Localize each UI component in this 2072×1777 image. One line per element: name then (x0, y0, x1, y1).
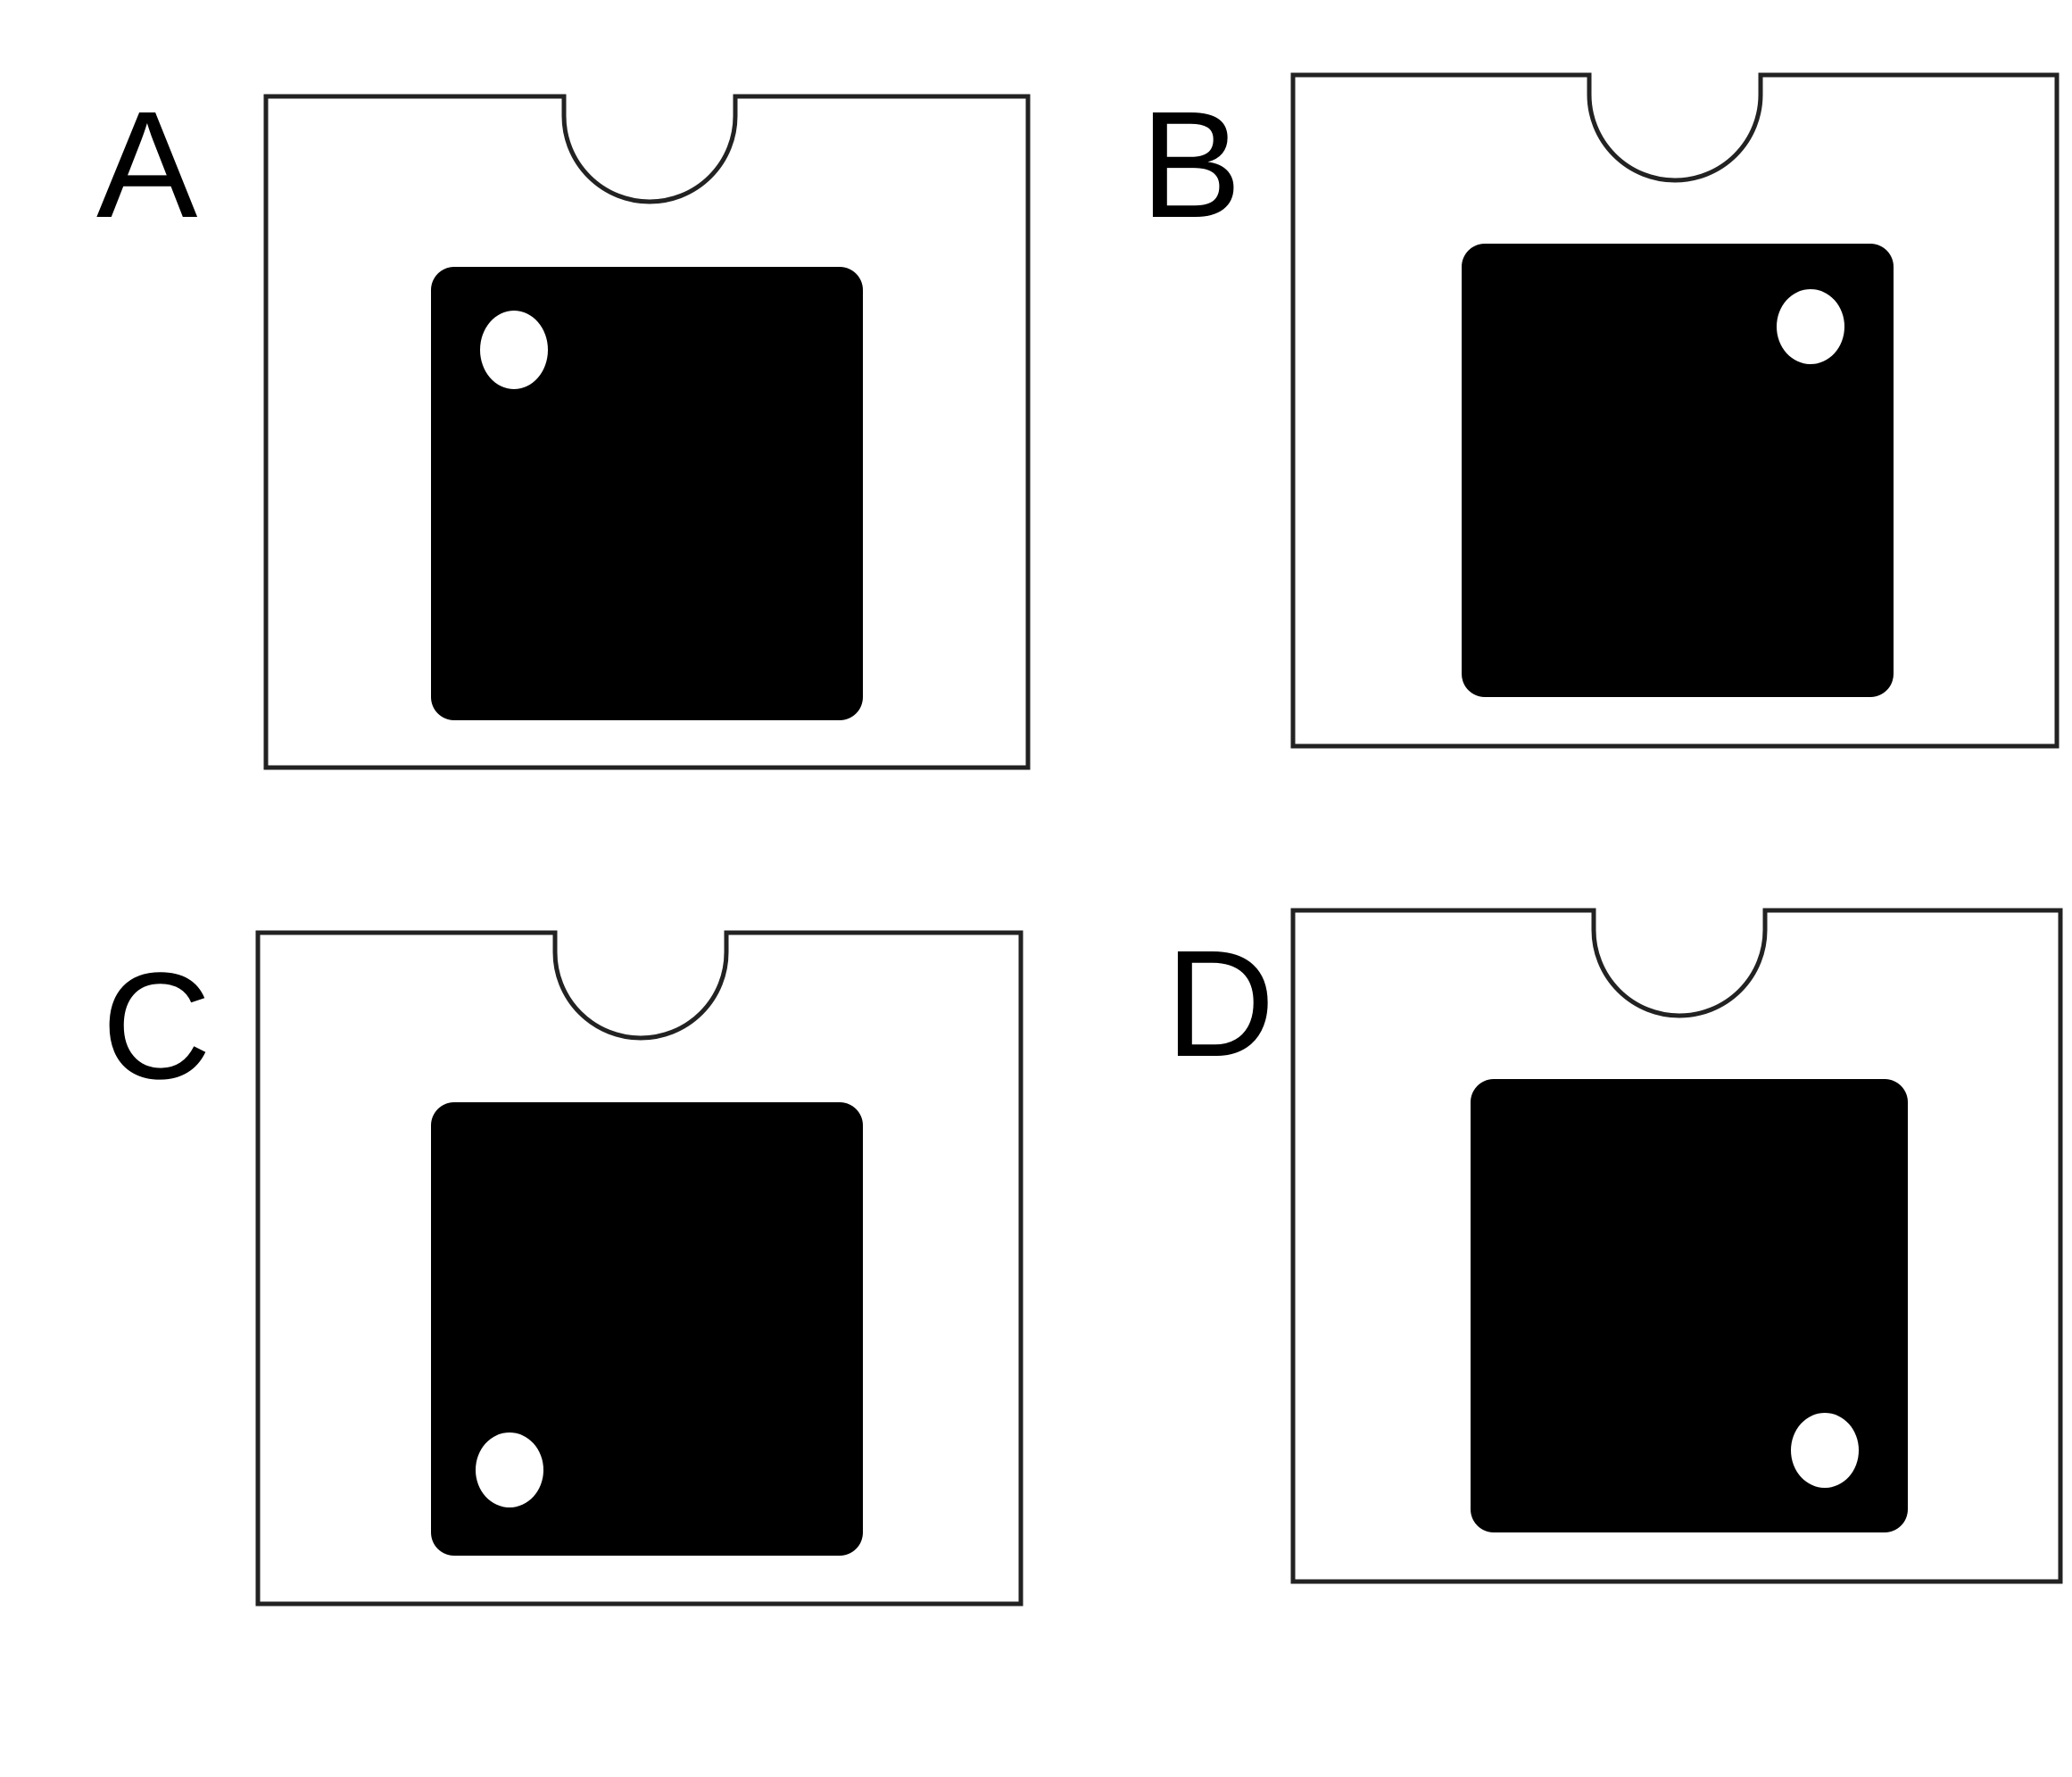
black-square-c (431, 1102, 863, 1556)
card-diagram-b (1290, 72, 2060, 749)
card-diagram-a (263, 94, 1031, 770)
panel-c: C (0, 875, 1036, 1678)
panel-label-a: A (96, 80, 198, 250)
white-dot-b (1777, 289, 1844, 364)
white-dot-d (1791, 1413, 1859, 1488)
card-outline-a (263, 94, 1031, 770)
card-outline-b (1290, 72, 2060, 749)
panel-d: D (1036, 875, 2072, 1678)
white-dot-c (476, 1432, 543, 1507)
panel-a: A (0, 0, 1036, 803)
black-square-a (431, 267, 863, 720)
card-diagram-d (1290, 908, 2063, 1584)
white-dot-a (480, 311, 548, 389)
black-square-b (1462, 244, 1894, 697)
panel-label-c: C (102, 942, 211, 1111)
panel-label-d: D (1165, 919, 1275, 1089)
panel-label-b: B (1140, 80, 1242, 250)
card-outline-d (1290, 908, 2063, 1584)
card-diagram-c (255, 930, 1024, 1607)
card-outline-c (255, 930, 1024, 1607)
panel-b: B (1036, 0, 2072, 803)
black-square-d (1471, 1079, 1908, 1532)
